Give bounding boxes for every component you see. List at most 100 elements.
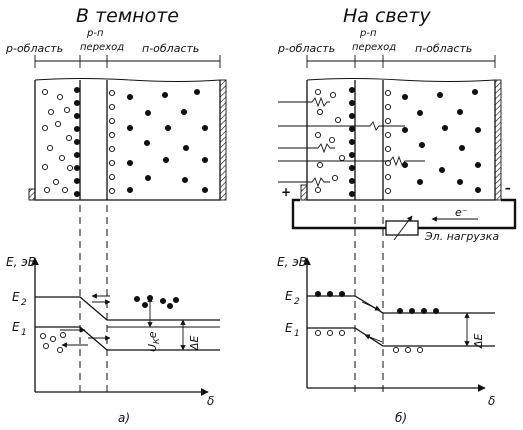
electron	[162, 156, 170, 164]
left-p-region-label: р-область	[5, 42, 63, 55]
hole	[338, 329, 346, 337]
right-e2-sub: 2	[294, 297, 300, 307]
electron	[73, 99, 81, 107]
left-delta-e-label: ΔE	[188, 335, 201, 351]
electron	[73, 138, 81, 146]
electron	[141, 301, 149, 309]
electron	[73, 190, 81, 198]
hole	[316, 161, 324, 169]
electron	[348, 164, 356, 172]
hole	[384, 145, 392, 153]
minus-terminal: –	[505, 181, 511, 195]
electron	[420, 307, 428, 315]
electron	[348, 112, 356, 120]
hole	[42, 342, 50, 350]
right-dimension-line	[306, 55, 496, 68]
left-e2-label: E	[12, 290, 20, 304]
right-carriers	[314, 86, 482, 198]
electron	[166, 302, 174, 310]
hole	[384, 159, 392, 167]
electron	[348, 151, 356, 159]
left-carriers	[41, 86, 209, 198]
hole	[108, 103, 116, 111]
electron	[338, 290, 346, 298]
electron	[73, 112, 81, 120]
hole	[46, 144, 54, 152]
right-e2-label: E	[285, 289, 293, 303]
electron	[396, 307, 404, 315]
hole	[416, 346, 424, 354]
hole	[326, 329, 334, 337]
hole	[56, 93, 64, 101]
right-caption: б)	[395, 411, 407, 425]
electron	[182, 144, 190, 152]
hole	[331, 174, 339, 182]
hole	[43, 186, 51, 194]
left-uk-label: UКe	[146, 331, 161, 352]
right-crystal	[278, 78, 502, 201]
electron	[456, 178, 464, 186]
electron	[164, 124, 172, 132]
right-energy-diagram: E, эВ E 2 E 1 ΔE δ б)	[277, 205, 495, 425]
electron	[193, 88, 201, 96]
right-title: На свету	[343, 5, 431, 27]
hole	[54, 120, 62, 128]
electron	[133, 295, 141, 303]
hole	[384, 117, 392, 125]
right-delta-e-label: ΔE	[472, 333, 485, 349]
electron	[348, 190, 356, 198]
electron	[146, 294, 154, 302]
hole	[61, 186, 69, 194]
left-n-contact	[219, 79, 227, 201]
right-level-carriers	[314, 290, 440, 354]
hole	[108, 145, 116, 153]
left-x-axis-label: δ	[207, 394, 214, 408]
hole	[39, 332, 47, 340]
electron	[144, 109, 152, 117]
electron	[348, 86, 356, 94]
hole	[338, 154, 346, 162]
hole	[384, 173, 392, 181]
hole	[49, 335, 57, 343]
hole	[392, 346, 400, 354]
light-rays	[278, 96, 425, 188]
electron	[438, 166, 446, 174]
electron	[458, 144, 466, 152]
electron	[348, 177, 356, 185]
electron	[201, 186, 209, 194]
right-e1-sub: 1	[294, 329, 300, 339]
hole	[108, 131, 116, 139]
load-label: Эл. нагрузка	[424, 230, 499, 243]
hole	[66, 164, 74, 172]
left-p-contact	[28, 188, 36, 201]
hole	[314, 186, 322, 194]
electron	[348, 99, 356, 107]
hole	[65, 134, 73, 142]
right-e1-label: E	[285, 321, 293, 335]
electron	[73, 125, 81, 133]
electron	[456, 108, 464, 116]
right-p-region-label: р-область	[277, 42, 335, 55]
hole	[108, 187, 116, 195]
electron	[126, 93, 134, 101]
electron	[73, 164, 81, 172]
hole	[108, 89, 116, 97]
electron	[348, 138, 356, 146]
right-n-contact	[494, 79, 502, 201]
right-p-contact	[300, 184, 308, 201]
electron	[144, 174, 152, 182]
left-e1-level	[35, 326, 220, 351]
electron	[474, 186, 482, 194]
electron	[143, 139, 151, 147]
electron	[161, 91, 169, 99]
electron	[441, 124, 449, 132]
left-caption: а)	[118, 411, 130, 425]
hole	[59, 331, 67, 339]
left-e2-sub: 2	[21, 298, 27, 308]
hole	[314, 88, 322, 96]
left-energy-diagram: E, эВ E 2 E 1 UКe ΔE δ а)	[6, 205, 220, 425]
hole	[108, 173, 116, 181]
electron	[471, 88, 479, 96]
hole	[328, 136, 336, 144]
